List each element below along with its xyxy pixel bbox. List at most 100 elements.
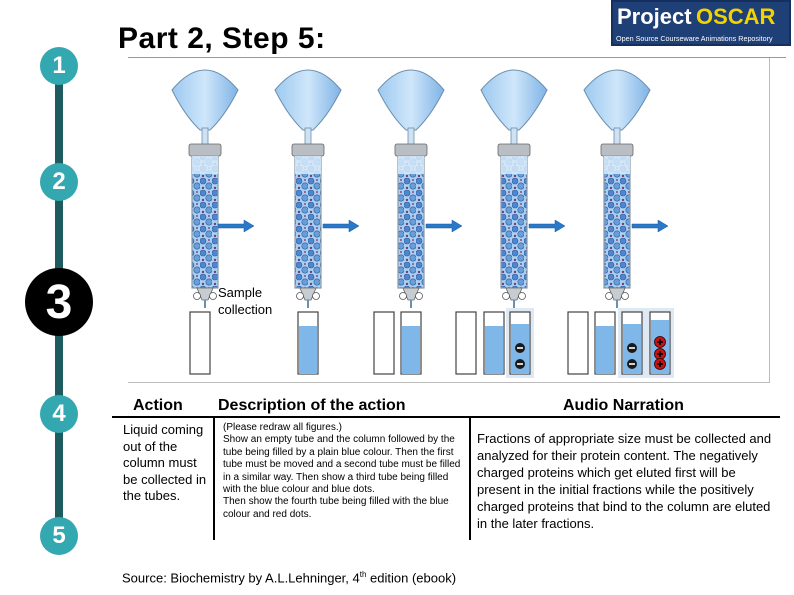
tube-body: [373, 311, 395, 375]
collection-tube: [455, 311, 477, 375]
stopcock-handle: [399, 292, 407, 300]
outlet-tip: [204, 300, 206, 308]
step-1-button[interactable]: 1: [40, 47, 78, 85]
source-citation-superscript: th: [359, 570, 367, 579]
action-header: Action: [133, 397, 183, 414]
outlet-tip: [513, 300, 515, 308]
tube-liquid: [596, 326, 614, 374]
title-divider: [128, 57, 786, 58]
column-liquid-top: [501, 156, 527, 174]
collection-tubes-group: [189, 308, 674, 378]
collection-tube: [297, 311, 319, 375]
audio-narration-text: Fractions of appropriate size must be co…: [477, 431, 772, 531]
description-header: Description of the action: [218, 397, 406, 414]
stopcock-handle: [296, 292, 304, 300]
resin-beads: [294, 155, 322, 289]
funnel-stem: [201, 127, 209, 147]
action-text: Liquid coming out of the column must be …: [123, 422, 207, 503]
funnel-stem: [407, 127, 415, 147]
separatory-funnel: [583, 69, 651, 131]
collection-tube: [594, 311, 616, 375]
separatory-funnel: [480, 69, 548, 131]
collection-tube: [618, 308, 646, 378]
source-citation-text: Source: Biochemistry by A.L.Lehninger, 4: [122, 570, 360, 586]
plus-sign-v: [659, 339, 661, 345]
plus-sign-v: [659, 361, 661, 367]
resin-beads: [397, 155, 425, 289]
collection-tube: [400, 311, 422, 375]
collection-tube: [189, 311, 211, 375]
next-frame-arrow: [631, 219, 669, 233]
step-4-button[interactable]: 4: [40, 395, 78, 433]
stopcock-handle: [518, 292, 526, 300]
page-title: Part 2, Step 5:: [118, 22, 326, 55]
tube-liquid: [402, 326, 420, 374]
column-liquid-top: [604, 156, 630, 174]
logo-tagline: Open Source Courseware Animations Reposi…: [616, 34, 773, 43]
figure-frame: [128, 58, 770, 383]
tube-body: [455, 311, 477, 375]
separatory-funnel: [171, 69, 239, 131]
next-frame-arrow: [528, 219, 566, 233]
collection-tube: [567, 311, 589, 375]
column-liquid-top: [295, 156, 321, 174]
stopcock-handle: [193, 292, 201, 300]
step-3-button-current[interactable]: 3: [25, 268, 93, 336]
chromatography-column: [583, 69, 651, 308]
tube-liquid: [485, 326, 503, 374]
resin-beads: [603, 155, 631, 289]
columns-group: [171, 69, 651, 308]
chromatography-column: [171, 69, 239, 308]
column-stopper: [394, 143, 428, 157]
arrows-group: [217, 219, 669, 233]
source-citation: Source: Biochemistry by A.L.Lehninger, 4…: [122, 570, 456, 585]
minus-sign: [629, 363, 635, 365]
chromatography-column: [480, 69, 548, 308]
table-column-divider: [469, 416, 471, 540]
resin-beads: [500, 155, 528, 289]
next-frame-arrow: [217, 219, 255, 233]
table-header-rule: [112, 416, 780, 418]
column-liquid-top: [398, 156, 424, 174]
description-text: (Please redraw all figures.) Show an emp…: [223, 422, 461, 520]
sample-collection-label: Sample collection: [218, 285, 273, 317]
tube-body: [567, 311, 589, 375]
stopcock-handle: [621, 292, 629, 300]
next-frame-arrow: [322, 219, 360, 233]
project-oscar-logo: Project OSCAR Open Source Courseware Ani…: [611, 0, 791, 46]
stopcock-handle: [209, 292, 217, 300]
resin-beads: [191, 155, 219, 289]
tube-body: [189, 311, 211, 375]
logo-word-oscar: OSCAR: [696, 4, 776, 29]
tube-liquid: [299, 326, 317, 374]
outlet-tip: [307, 300, 309, 308]
minus-sign: [629, 347, 635, 349]
source-citation-suffix: edition (ebook): [366, 570, 457, 586]
column-stopper: [188, 143, 222, 157]
collection-tube: [646, 308, 674, 378]
chromatography-column: [377, 69, 445, 308]
outlet-tip: [616, 300, 618, 308]
funnel-stem: [613, 127, 621, 147]
chromatography-column: [274, 69, 342, 308]
table-column-divider: [213, 416, 215, 540]
next-frame-arrow: [425, 219, 463, 233]
stopcock-handle: [605, 292, 613, 300]
funnel-stem: [510, 127, 518, 147]
logo-word-project: Project: [617, 4, 692, 29]
stopcock-handle: [415, 292, 423, 300]
collection-tube: [373, 311, 395, 375]
step-2-button[interactable]: 2: [40, 163, 78, 201]
column-stopper: [600, 143, 634, 157]
plus-sign-v: [659, 351, 661, 357]
separatory-funnel: [377, 69, 445, 131]
minus-sign: [517, 363, 523, 365]
column-liquid-top: [192, 156, 218, 174]
column-stopper: [291, 143, 325, 157]
stopcock-handle: [312, 292, 320, 300]
stopcock-handle: [502, 292, 510, 300]
column-chromatography-animation: [171, 69, 674, 378]
funnel-stem: [304, 127, 312, 147]
step-5-button[interactable]: 5: [40, 517, 78, 555]
collection-tube: [506, 308, 534, 378]
